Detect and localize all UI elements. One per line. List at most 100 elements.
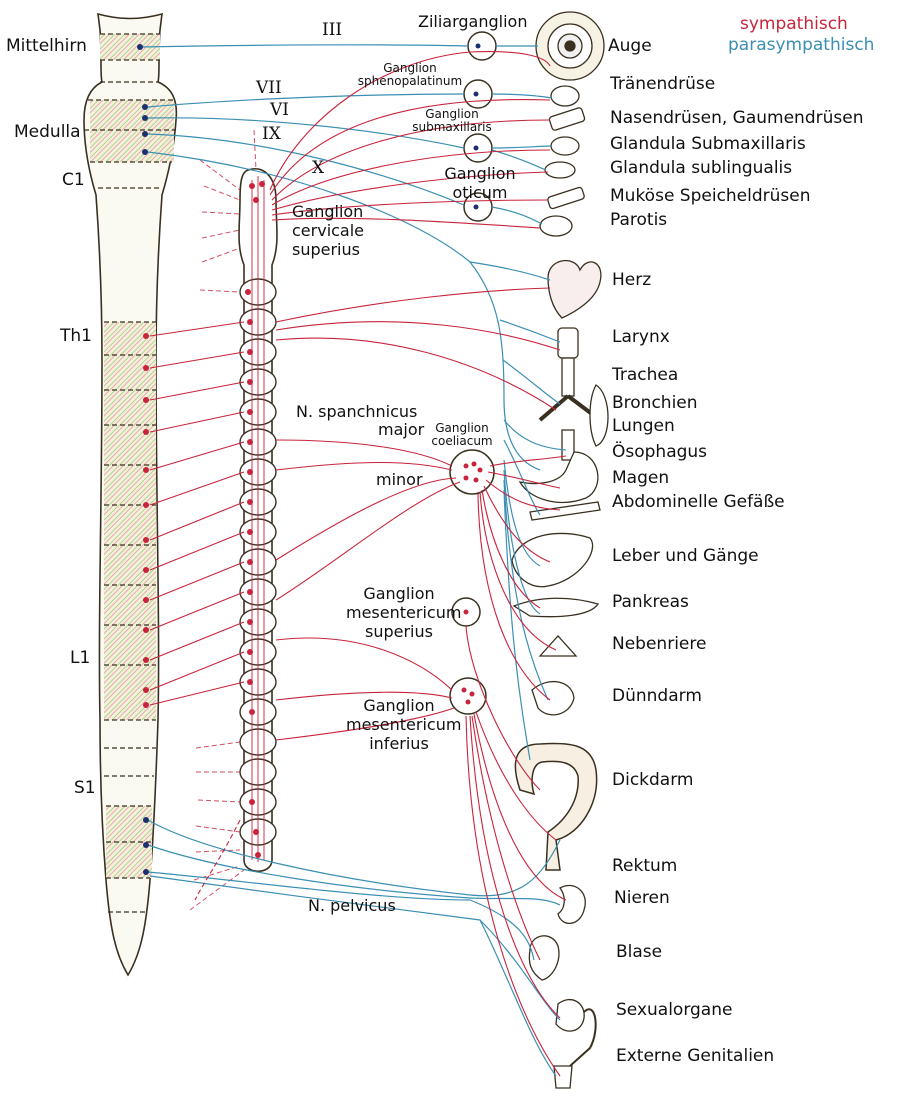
lacrimal-gland — [550, 85, 580, 107]
label-stomach: Magen — [612, 468, 670, 488]
ciliary-ganglion — [467, 31, 497, 61]
bladder-organ — [528, 935, 560, 981]
label-sup-mes-line1: Ganglion — [363, 584, 435, 603]
label-l1: L1 — [70, 648, 91, 668]
respiratory-organs — [538, 327, 609, 447]
label-celiac-line1: Ganglion — [435, 421, 489, 435]
label-nerve-vi: VI — [270, 100, 289, 120]
label-pancreas: Pankreas — [612, 592, 689, 612]
mucous-salivary-glands — [547, 186, 585, 210]
label-submaxillary-ganglion: Ganglion submaxillaris — [404, 108, 500, 134]
label-kidneys: Nieren — [614, 888, 670, 908]
label-th1: Th1 — [60, 326, 92, 346]
label-sphenopalatine-line2: sphenopalatinum — [357, 74, 463, 88]
glands — [539, 85, 586, 237]
label-rectum: Rektum — [612, 856, 678, 876]
esophagus-organ — [561, 429, 575, 461]
label-pelvic-nerve: N. pelvicus — [308, 896, 396, 915]
label-superior-cervical-ganglion: Ganglion cervicale superius — [292, 202, 364, 259]
label-submaxillary-gland: Glandula Submaxillaris — [610, 134, 806, 154]
liver-organ — [511, 532, 594, 588]
label-eye: Auge — [608, 36, 652, 56]
label-inf-mes-line2: mesentericum — [346, 715, 462, 734]
inferior-mesenteric-ganglion — [449, 677, 487, 715]
kidney-organ — [557, 884, 586, 924]
label-splanchnic-minor: minor — [376, 470, 423, 489]
label-sublingual-gland: Glandula sublingualis — [610, 158, 793, 178]
label-ciliary-ganglion: Ziliarganglion — [418, 12, 528, 31]
sympathetic-fibers — [149, 51, 567, 1077]
label-parotid: Parotis — [610, 210, 668, 230]
label-nerve-ix: IX — [262, 124, 281, 144]
small-intestine-organ — [531, 680, 575, 716]
label-nasal-palatine-glands: Nasendrüsen, Gaumendrüsen — [610, 108, 864, 128]
label-small-intestine: Dünndarm — [612, 686, 702, 706]
label-esophagus: Ösophagus — [612, 442, 708, 462]
label-mucous-salivary-glands: Muköse Speicheldrüsen — [610, 186, 811, 206]
spinal-cord — [83, 12, 178, 977]
label-splanchnic-major: major — [378, 420, 425, 439]
label-otic-ganglion: Ganglion oticum — [432, 164, 528, 202]
nerve-ix-fiber — [147, 133, 465, 206]
label-heart: Herz — [612, 270, 652, 290]
nasal-glands — [548, 107, 586, 131]
label-inferior-mesenteric-ganglion: Ganglion mesentericum inferius — [346, 696, 462, 753]
label-inf-mes-line3: inferius — [369, 734, 429, 753]
label-submaxillary-line1: Ganglion — [425, 107, 479, 121]
label-sphenopalatine-ganglion: Ganglion sphenopalatinum — [352, 62, 468, 88]
large-intestine-organ — [514, 742, 598, 871]
label-trachea: Trachea — [612, 365, 679, 385]
label-submaxillary-line2: submaxillaris — [412, 120, 492, 134]
pelvic-nerve-fiber — [147, 819, 561, 897]
label-adrenal: Nebenriere — [612, 634, 707, 654]
label-abdominal-vessels: Abdominelle Gefäße — [612, 492, 785, 512]
pancreas-organ — [512, 597, 600, 618]
label-inf-mes-line1: Ganglion — [363, 696, 435, 715]
label-nerve-x: X — [312, 158, 325, 178]
vagus-nerve-fiber — [147, 151, 541, 471]
sympathetic-chain — [189, 129, 278, 911]
sexual-organs — [553, 999, 597, 1089]
label-sup-mes-line3: superius — [365, 622, 433, 641]
medulla-segment — [90, 100, 174, 162]
label-celiac-ganglion: Ganglion coeliacum — [424, 422, 500, 448]
label-bladder: Blase — [616, 942, 663, 962]
label-larynx: Larynx — [612, 327, 670, 347]
preganglionic-neuron-dots — [137, 43, 483, 875]
label-lungs: Lungen — [612, 416, 675, 436]
label-otic-line1: Ganglion — [444, 164, 516, 183]
label-lacrimal-gland: Tränendrüse — [610, 74, 716, 94]
parasympathetic-fibers — [139, 44, 567, 1077]
label-sexual-organs: Sexualorgane — [616, 1000, 733, 1020]
label-otic-line2: oticum — [452, 183, 508, 202]
abdominal-vessels — [529, 501, 601, 521]
heart-organ — [547, 260, 602, 319]
label-sphenopalatine-line1: Ganglion — [383, 61, 437, 75]
submaxillary-gland — [550, 136, 580, 156]
nerve-vii-fiber — [147, 93, 465, 108]
label-large-intestine: Dickdarm — [612, 770, 694, 790]
organs — [511, 11, 609, 1089]
label-nerve-vii: VII — [256, 78, 282, 98]
celiac-ganglion — [449, 449, 495, 495]
label-s1: S1 — [74, 778, 96, 798]
eye-organ — [535, 11, 605, 81]
label-cervical-line1: Ganglion — [292, 202, 364, 221]
label-medulla: Medulla — [14, 122, 81, 142]
label-cervical-line2: cervicale — [292, 221, 365, 240]
label-superior-mesenteric-ganglion: Ganglion mesentericum superius — [346, 584, 462, 641]
stomach-organ — [518, 451, 599, 503]
label-mittelhirn: Mittelhirn — [6, 36, 87, 56]
label-sup-mes-line2: mesentericum — [346, 603, 462, 622]
label-celiac-line2: coeliacum — [431, 434, 493, 448]
segment-dividers — [84, 33, 176, 913]
sublingual-gland — [544, 161, 576, 179]
label-bronchi: Bronchien — [612, 393, 698, 413]
legend-sympathetic: sympathisch — [740, 14, 848, 34]
label-c1: C1 — [62, 170, 85, 190]
chain-internal-fibers — [251, 176, 265, 862]
gi-upper — [511, 429, 601, 716]
adrenal-organ — [538, 635, 578, 657]
